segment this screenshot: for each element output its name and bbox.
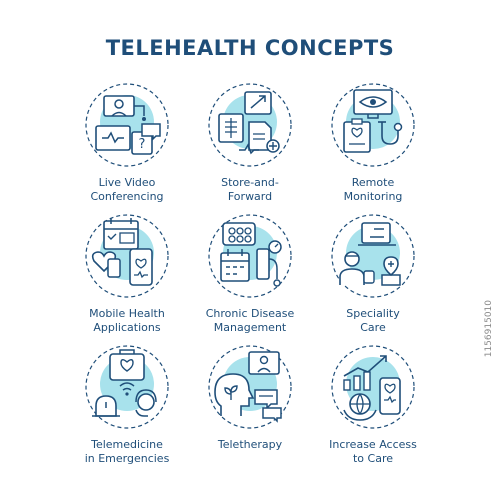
telemedicine-emergencies-icon xyxy=(85,345,169,429)
mobile-health-applications-icon xyxy=(85,214,169,298)
concept-label: Store-and- Forward xyxy=(221,176,279,203)
concept-label: Chronic Disease Management xyxy=(205,307,295,334)
live-video-conferencing-icon: ? xyxy=(85,83,169,167)
svg-text:?: ? xyxy=(139,137,146,152)
stock-watermark-id: 1156915010 xyxy=(484,300,494,358)
concept-label: Increase Access to Care xyxy=(329,438,417,465)
concept-label: Mobile Health Applications xyxy=(89,307,165,334)
teletherapy-icon xyxy=(208,345,292,429)
chronic-disease-management-icon xyxy=(208,214,292,298)
concept-label: Speciality Care xyxy=(346,307,400,334)
concept-label: Live Video Conferencing xyxy=(90,176,164,203)
page-title: TELEHEALTH CONCEPTS xyxy=(105,36,395,60)
increase-access-icon xyxy=(331,345,415,429)
concept-label: Teletherapy xyxy=(217,438,283,451)
remote-monitoring-icon xyxy=(331,83,415,167)
concept-label: Remote Monitoring xyxy=(343,176,403,203)
concept-label: Telemedicine in Emergencies xyxy=(84,438,170,465)
store-and-forward-icon xyxy=(208,83,292,167)
speciality-care-icon xyxy=(331,214,415,298)
